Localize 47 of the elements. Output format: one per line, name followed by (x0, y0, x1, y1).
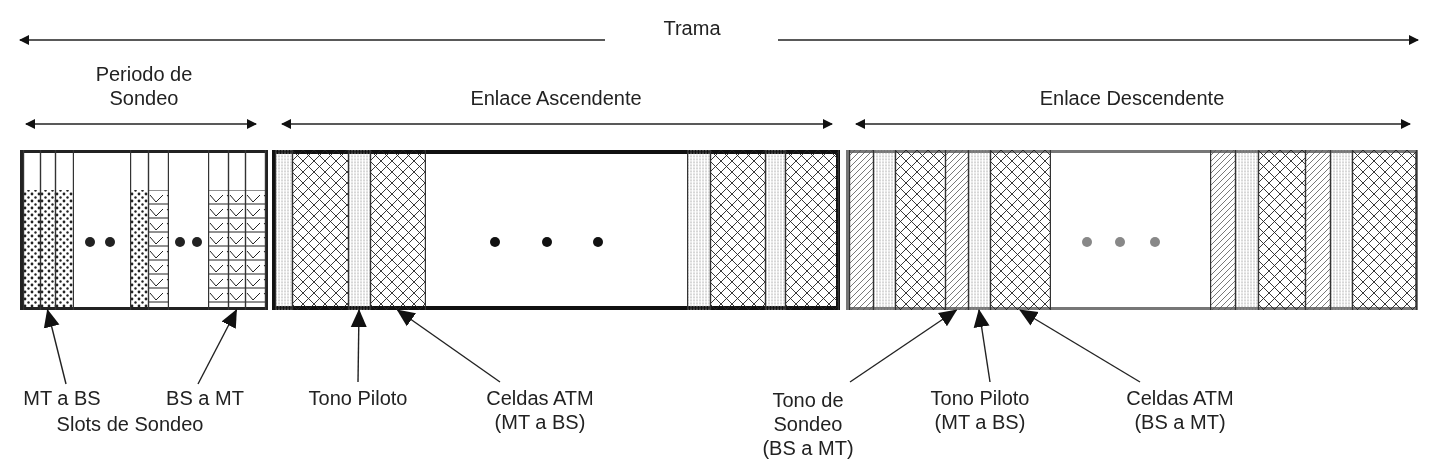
time-slot (245, 150, 266, 310)
slot-label: Tono de Sondeo (BS a MT) (758, 388, 858, 460)
leader-line (197, 309, 238, 385)
time-slot (1305, 150, 1331, 310)
slot-label: MT a BS (7, 386, 117, 410)
time-slot (945, 150, 969, 310)
leader-line (350, 309, 367, 383)
slot-label: Celdas ATM (MT a BS) (477, 386, 603, 434)
time-slot (348, 150, 371, 310)
slot-label: Celdas ATM (BS a MT) (1117, 386, 1243, 434)
time-slot (1330, 150, 1353, 310)
time-slot (849, 150, 874, 310)
leader-line (973, 309, 991, 383)
time-slot (785, 150, 839, 310)
time-slot (370, 150, 426, 310)
time-slot (1235, 150, 1259, 310)
group-label: Slots de Sondeo (55, 412, 205, 436)
time-slot (765, 150, 786, 310)
leader-line (849, 309, 958, 383)
leader-line (43, 309, 67, 385)
time-slot (1258, 150, 1306, 310)
time-slot (208, 150, 229, 310)
time-slot (873, 150, 896, 310)
slot-label: Tono Piloto (MT a BS) (921, 386, 1039, 434)
time-slot (990, 150, 1051, 310)
time-slot (55, 150, 74, 310)
time-slot (40, 150, 56, 310)
time-slot (1210, 150, 1236, 310)
section-label: Periodo de Sondeo (94, 62, 194, 110)
time-slot (687, 150, 711, 310)
time-slot (710, 150, 766, 310)
time-slot (23, 150, 41, 310)
section-label: Enlace Descendente (1038, 86, 1226, 110)
leader-line (396, 309, 501, 383)
time-slot (895, 150, 946, 310)
time-slot (130, 150, 149, 310)
time-slot (292, 150, 349, 310)
time-slot (228, 150, 246, 310)
time-slot (1352, 150, 1417, 310)
slot-label: Tono Piloto (293, 386, 423, 410)
leader-line (1019, 309, 1141, 383)
time-slot (148, 150, 169, 310)
time-slot (968, 150, 991, 310)
frame-label: Trama (662, 16, 722, 40)
slot-label: BS a MT (150, 386, 260, 410)
time-slot (275, 150, 293, 310)
section-label: Enlace Ascendente (469, 86, 643, 110)
